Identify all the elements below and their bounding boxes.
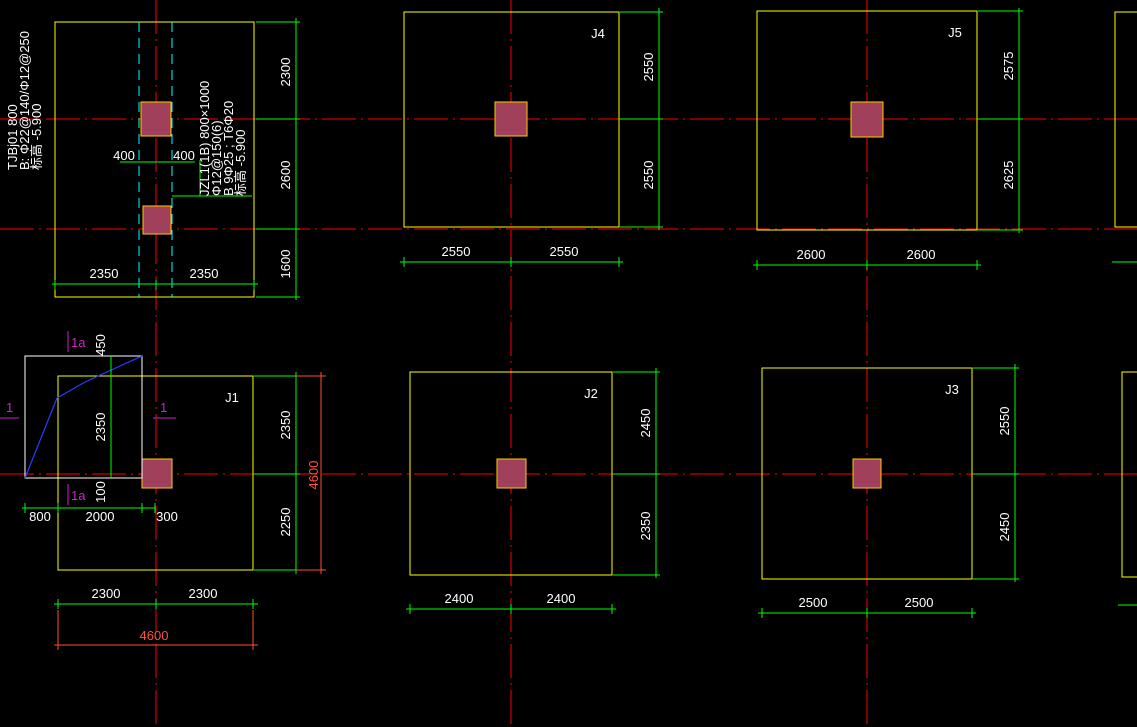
j4-name: J4	[591, 26, 605, 41]
svg-text:B 9Φ25 ; T6Φ20: B 9Φ25 ; T6Φ20	[221, 101, 236, 196]
j3-name: J3	[945, 382, 959, 397]
svg-text:1: 1	[6, 400, 13, 415]
j2-name: J2	[584, 386, 598, 401]
beam-dim-right: 2350	[190, 266, 219, 281]
svg-text:4600: 4600	[140, 628, 169, 643]
svg-text:2575: 2575	[1001, 52, 1016, 81]
j1-name: J1	[225, 390, 239, 405]
svg-text:2550: 2550	[997, 407, 1012, 436]
svg-text:2400: 2400	[445, 591, 474, 606]
svg-text:2350: 2350	[93, 413, 108, 442]
svg-text:Φ12@150(6): Φ12@150(6)	[209, 120, 224, 196]
svg-text:2350: 2350	[278, 411, 293, 440]
svg-text:300: 300	[156, 509, 178, 524]
svg-text:2450: 2450	[638, 409, 653, 438]
svg-text:2550: 2550	[442, 244, 471, 259]
footing-j1[interactable]: J1 2350 2250 4600 2300 2300 4600	[54, 372, 326, 650]
svg-text:2300: 2300	[189, 586, 218, 601]
svg-text:2300: 2300	[92, 586, 121, 601]
svg-text:2600: 2600	[797, 247, 826, 262]
svg-text:2550: 2550	[550, 244, 579, 259]
beam-gap-left: 400	[113, 148, 135, 163]
column-j1	[141, 458, 173, 489]
svg-text:1a: 1a	[71, 335, 86, 350]
svg-text:2550: 2550	[641, 161, 656, 190]
svg-text:2400: 2400	[547, 591, 576, 606]
svg-text:B: Φ22@140/Φ12@250: B: Φ22@140/Φ12@250	[17, 31, 32, 170]
svg-text:100: 100	[93, 481, 108, 503]
column-j5	[850, 101, 884, 138]
svg-text:450: 450	[93, 334, 108, 356]
svg-text:2500: 2500	[799, 595, 828, 610]
beam-gap-right: 400	[173, 148, 195, 163]
strip-footing-beam[interactable]: 2300 2600 1600 2350 2350 400 400 TJBj01 …	[5, 18, 300, 300]
beam-dim-top: 2300	[278, 58, 293, 87]
svg-text:2350: 2350	[638, 512, 653, 541]
footing-j2[interactable]: J2 2450 2350 2400 2400	[406, 368, 660, 614]
beam-dim-left: 2350	[90, 266, 119, 281]
svg-text:2600: 2600	[907, 247, 936, 262]
column-bottom	[142, 205, 172, 235]
column-j2	[496, 458, 527, 489]
beam-dim-bottom: 1600	[278, 250, 293, 279]
column-top	[140, 101, 172, 137]
section-detail: 1 1 1a 1a 450 2350 100 800 2000 300	[0, 331, 178, 524]
column-j4	[494, 101, 528, 137]
svg-text:2500: 2500	[905, 595, 934, 610]
footing-j5[interactable]: J5 2575 2625 2600 2600	[753, 8, 1023, 270]
j5-name: J5	[948, 25, 962, 40]
svg-text:2550: 2550	[641, 53, 656, 82]
svg-text:4600: 4600	[306, 461, 321, 490]
joint-label: JZL1(1B) 800×1000 Φ12@150(6) B 9Φ25 ; T6…	[197, 81, 248, 196]
svg-text:2450: 2450	[997, 513, 1012, 542]
beam-dim-mid: 2600	[278, 161, 293, 190]
svg-text:800: 800	[29, 509, 51, 524]
svg-text:2625: 2625	[1001, 161, 1016, 190]
svg-text:1a: 1a	[71, 488, 86, 503]
svg-text:TJBj01 800: TJBj01 800	[5, 104, 20, 170]
footing-j4[interactable]: J4 2550 2550 2550 2550	[400, 8, 663, 267]
svg-text:2250: 2250	[278, 508, 293, 537]
column-j3	[852, 458, 882, 489]
svg-text:标高 -5.900: 标高 -5.900	[29, 104, 44, 170]
svg-text:2000: 2000	[86, 509, 115, 524]
footing-partial-right	[1112, 11, 1137, 606]
footing-j3[interactable]: J3 2550 2450 2500 2500	[758, 364, 1019, 618]
svg-text:标高 -5.900: 标高 -5.900	[233, 130, 248, 196]
svg-text:JZL1(1B) 800×1000: JZL1(1B) 800×1000	[197, 81, 212, 196]
beam-label: TJBj01 800 B: Φ22@140/Φ12@250 标高 -5.900	[5, 31, 44, 170]
svg-text:1: 1	[160, 400, 167, 415]
